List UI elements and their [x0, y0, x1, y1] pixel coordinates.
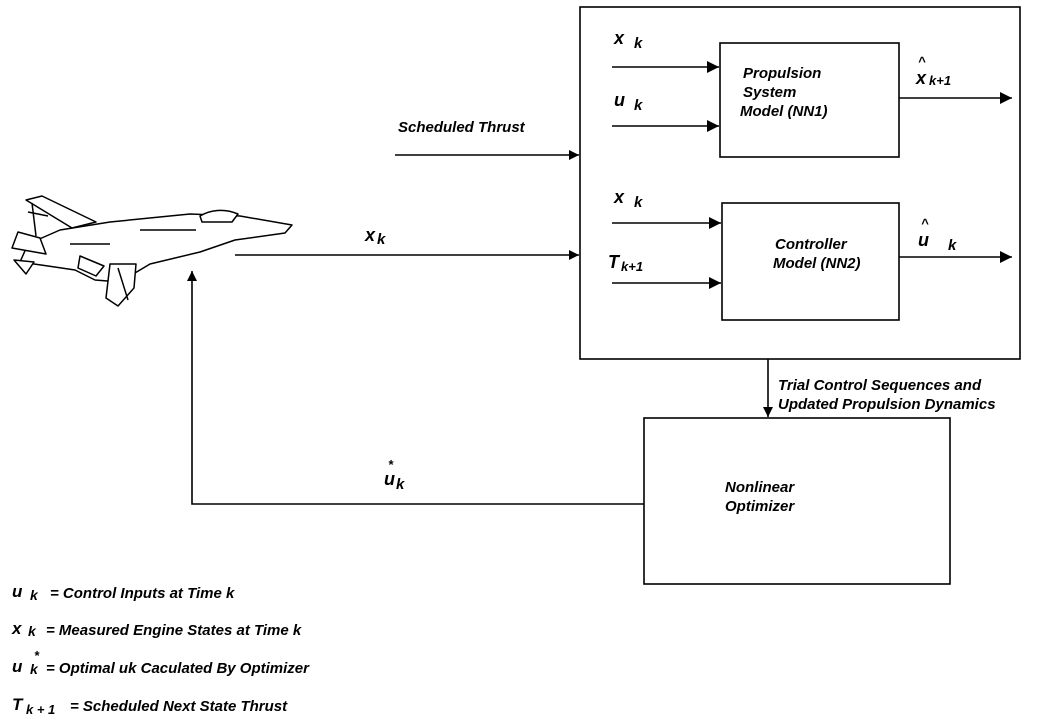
svg-text:k: k: [634, 97, 643, 114]
svg-text:u: u: [384, 469, 395, 489]
svg-text:= Measured Engine States at T: = Measured Engine States at Time k: [46, 622, 302, 639]
svg-text:T: T: [608, 252, 621, 272]
svg-text:u: u: [918, 230, 929, 250]
nn1-block: [719, 42, 900, 158]
svg-text:k: k: [28, 623, 37, 639]
nn2-output-label: ^ u k: [918, 216, 957, 254]
svg-text:x: x: [613, 187, 625, 207]
svg-text:x: x: [915, 68, 927, 88]
svg-text:k + 1: k + 1: [26, 702, 55, 717]
svg-text:*: *: [34, 648, 40, 663]
feedback-u-star-line: [187, 271, 644, 505]
svg-text:k: k: [377, 231, 386, 248]
svg-text:u: u: [12, 582, 23, 601]
svg-text:x: x: [11, 619, 23, 638]
legend-item-xk: x k = Measured Engine States at Time k: [11, 619, 302, 639]
u-star-feedback-label: * u k: [384, 457, 405, 493]
svg-text:k: k: [634, 194, 643, 211]
nn1-x-input-label: x k: [613, 28, 643, 52]
svg-text:k: k: [30, 661, 39, 677]
svg-text:*: *: [388, 457, 394, 472]
nn2-label: Controller Model (NN2): [773, 236, 861, 272]
svg-text:k+1: k+1: [621, 259, 643, 274]
legend-item-uk: u k = Control Inputs at Time k: [12, 582, 235, 603]
optimizer-block: [643, 417, 951, 585]
nn1-output-label: ^ x k+1: [915, 54, 951, 88]
svg-text:k+1: k+1: [929, 73, 951, 88]
svg-text:u: u: [12, 657, 23, 676]
svg-text:^: ^: [921, 216, 929, 231]
svg-text:k: k: [634, 35, 643, 52]
svg-text:k: k: [396, 476, 405, 493]
legend: u k = Control Inputs at Time k x k = Mea…: [11, 582, 310, 717]
svg-text:k: k: [30, 587, 39, 603]
svg-text:= Optimal uk Caculated By Opt: = Optimal uk Caculated By Optimizer: [46, 660, 310, 677]
svg-text:T: T: [12, 695, 24, 714]
svg-text:u: u: [614, 90, 625, 110]
nn1-label: Propulsion System Model (NN1): [740, 65, 828, 120]
svg-text:= Control Inputs at Time k: = Control Inputs at Time k: [50, 585, 235, 602]
nn2-x-input-label: x k: [613, 187, 643, 211]
svg-text:x: x: [364, 225, 376, 245]
nn2-block: [721, 202, 900, 321]
optimizer-label: Nonlinear Optimizer: [725, 479, 798, 515]
legend-item-u-star: * u k = Optimal uk Caculated By Optimize…: [12, 648, 310, 677]
svg-text:^: ^: [918, 54, 926, 69]
nn2-t-input-label: T k+1: [608, 252, 643, 274]
svg-text:x: x: [613, 28, 625, 48]
svg-text:= Scheduled Next State Thrust: = Scheduled Next State Thrust: [70, 698, 288, 715]
nn1-u-input-label: u k: [614, 90, 643, 114]
xk-signal-label: x k: [364, 225, 386, 248]
scheduled-thrust-label: Scheduled Thrust: [398, 119, 526, 136]
legend-item-t: T k + 1 = Scheduled Next State Thrust: [12, 695, 288, 717]
svg-text:k: k: [948, 237, 957, 254]
trial-sequences-label: Trial Control Sequences and Updated Prop…: [778, 377, 996, 413]
aircraft-illustration: [11, 195, 293, 307]
